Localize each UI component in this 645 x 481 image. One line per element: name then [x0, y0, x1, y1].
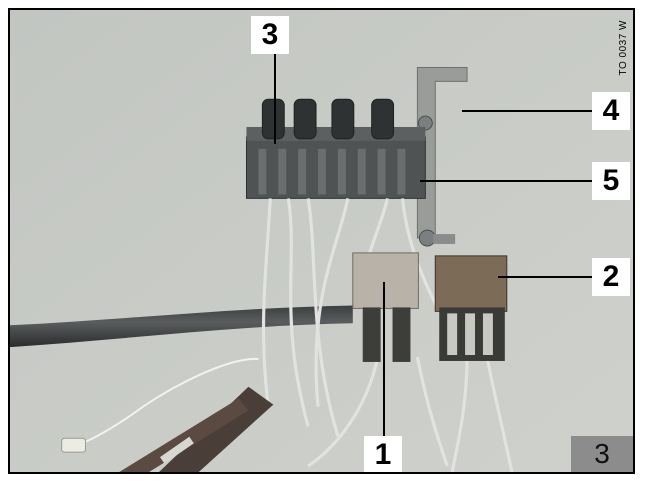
page-number-box: 3: [571, 436, 633, 472]
callout-2: 2: [592, 258, 630, 296]
photo-wiring-harness-fuse-holder: [10, 10, 633, 472]
reference-code: TO 0037 W: [618, 20, 629, 76]
callout-4: 4: [592, 92, 630, 130]
leader-line-1: [383, 282, 385, 440]
photo-frame: 3 4 5 2 1 TO 0037 W 3: [8, 8, 635, 474]
callout-5: 5: [592, 162, 630, 200]
leader-line-3: [274, 54, 276, 144]
leader-line-2: [498, 276, 592, 278]
leader-line-4: [462, 110, 592, 112]
callout-3: 3: [251, 16, 289, 54]
leader-line-5: [420, 180, 592, 182]
callout-1: 1: [364, 436, 402, 472]
